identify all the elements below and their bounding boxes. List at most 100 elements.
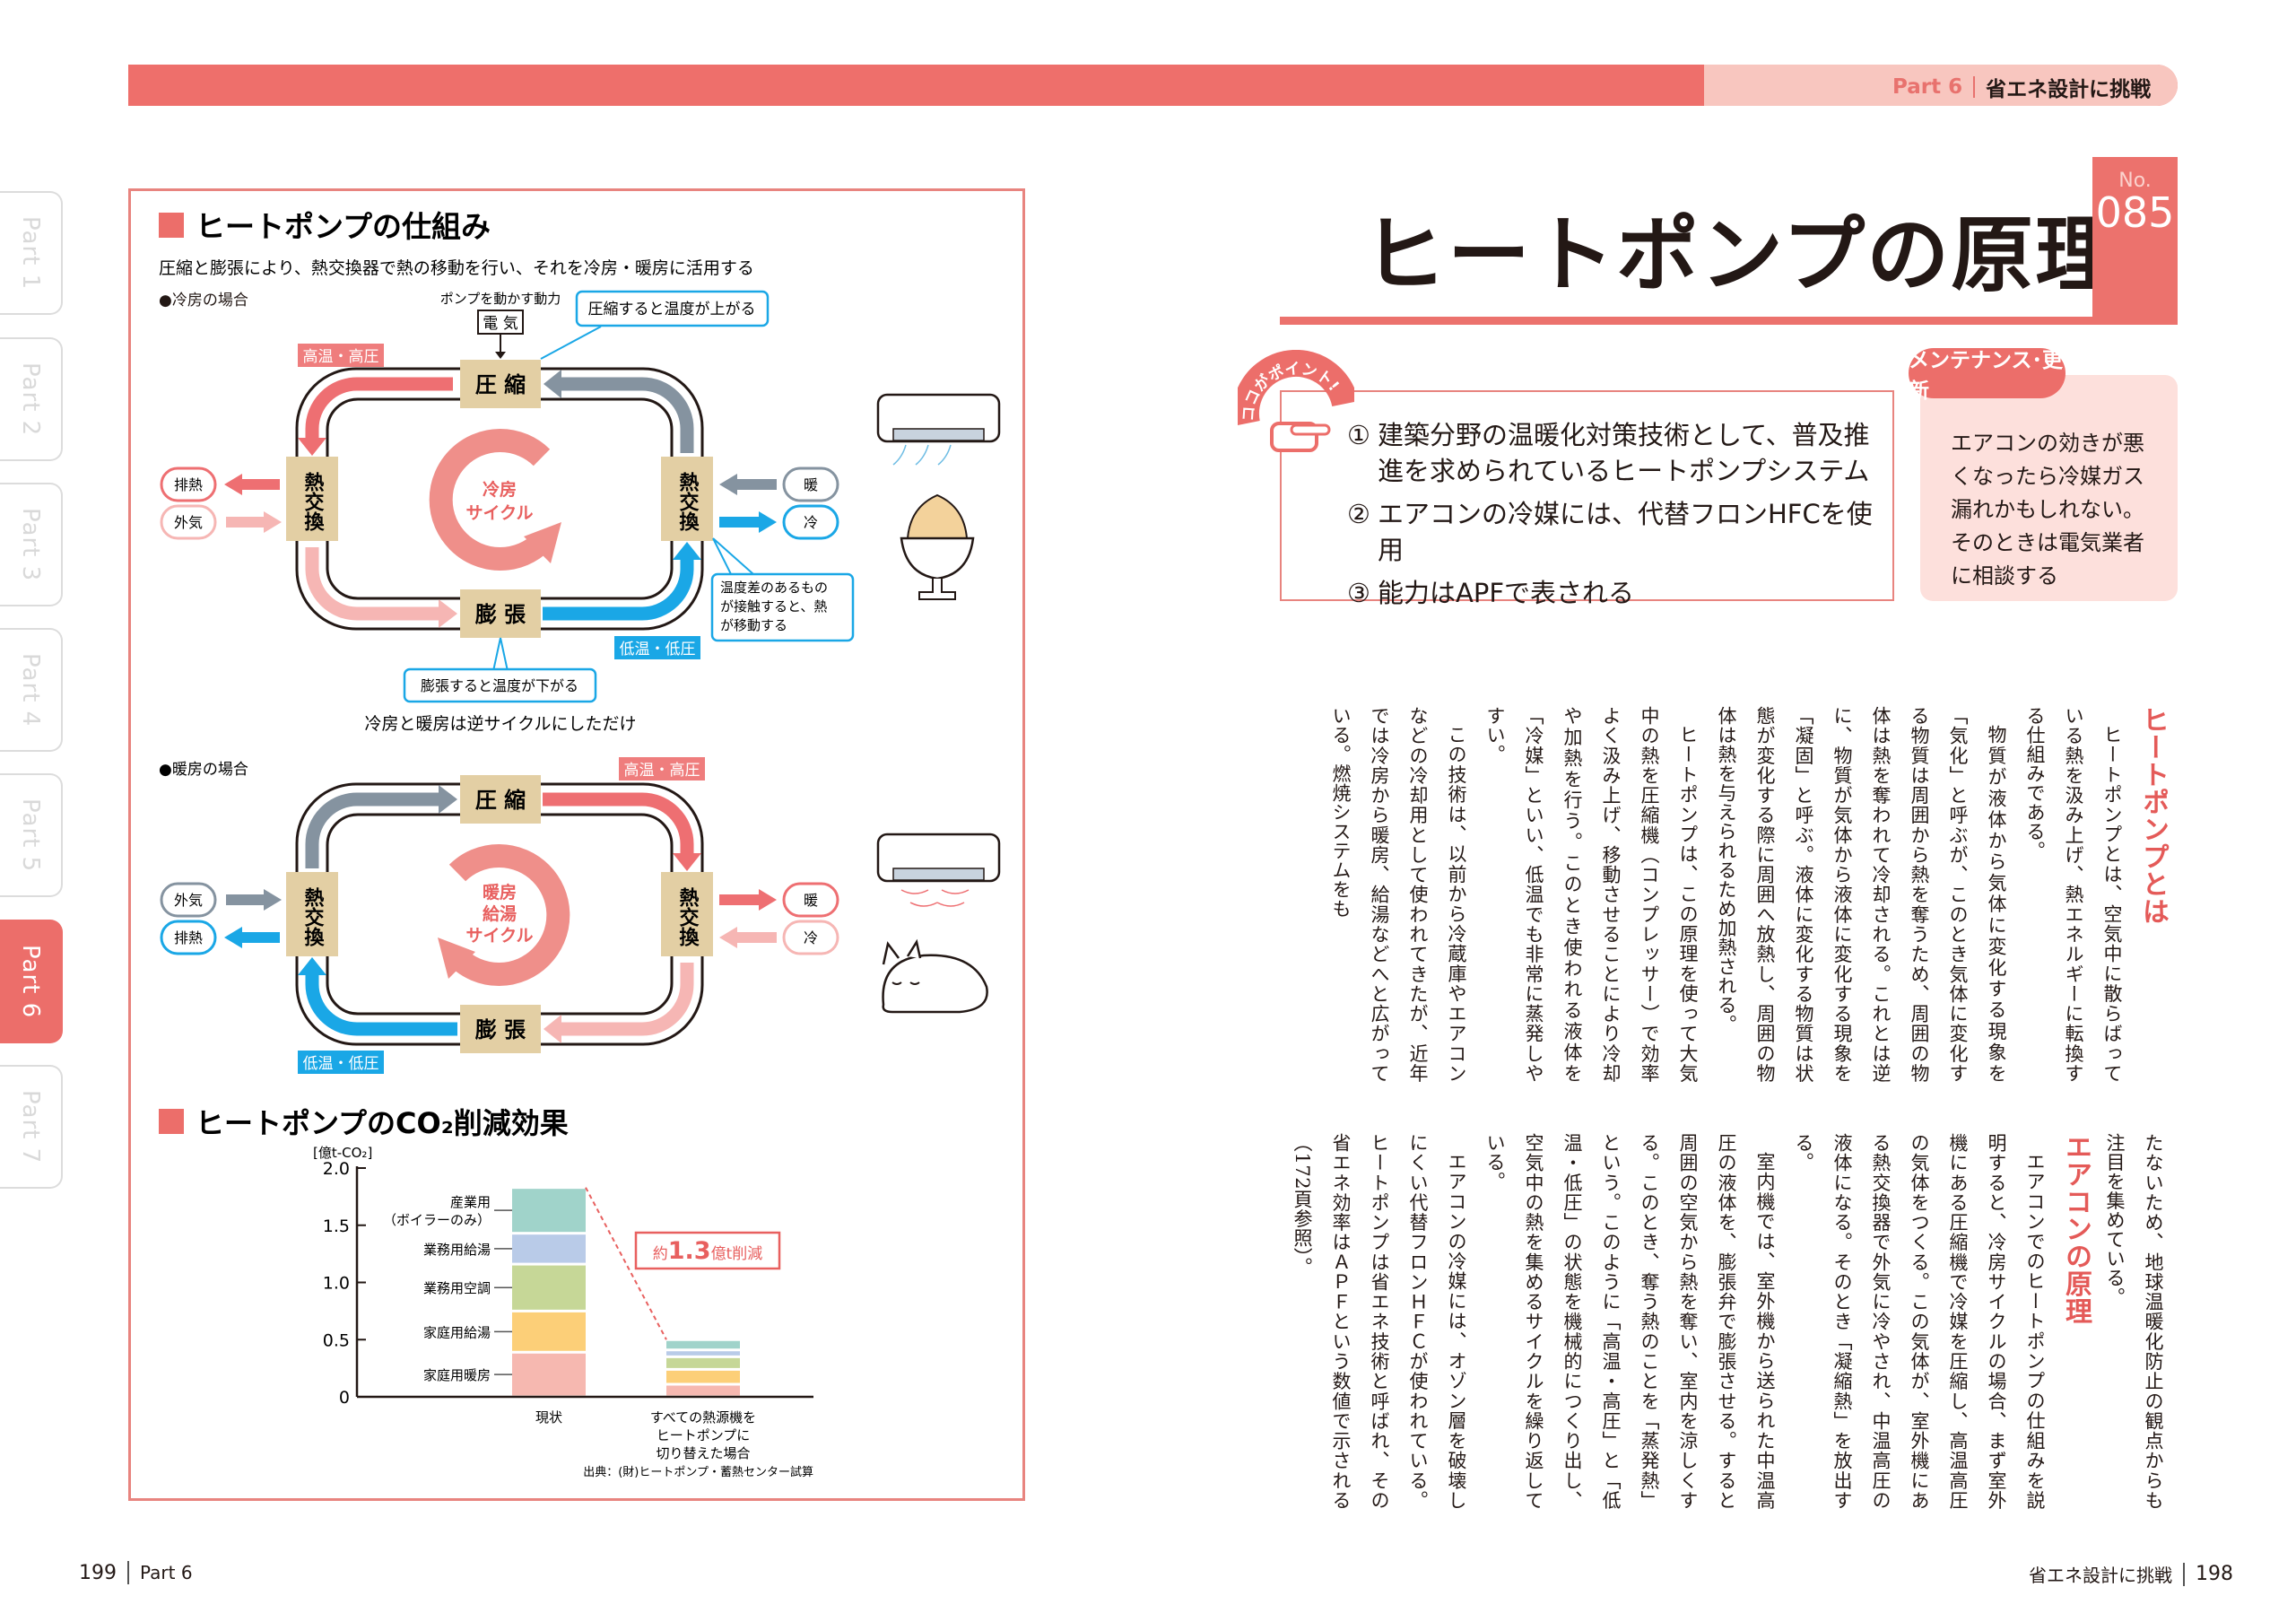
air-conditioner-icon xyxy=(876,393,1001,466)
point-badge: ココがポイント! xyxy=(1238,350,1354,452)
heat-exchanger-outdoor xyxy=(286,457,338,541)
reduction-line xyxy=(585,1187,667,1340)
bar-segment-4 xyxy=(666,1340,740,1349)
tab-label: Part 2 xyxy=(17,362,44,437)
hot-flow-arrow xyxy=(305,377,453,440)
bar-segment-4 xyxy=(512,1189,586,1233)
divider xyxy=(127,1561,129,1584)
air-conditioner-heating-icon xyxy=(876,833,1001,907)
hx-label: 熱交換 xyxy=(676,471,700,532)
tab-label: Part 1 xyxy=(17,215,44,291)
key-point: ① 建築分野の温暖化対策技術として、普及推進を求められているヒートポンプシステム xyxy=(1347,417,1892,489)
sleeping-cat-icon xyxy=(882,938,988,1014)
heating-cycle-diagram: 圧 縮 膨 張 熱交換 熱交換 暖房 給湯 サイクル 高温・高圧 低温・低圧 外… xyxy=(160,757,839,1074)
point-text: 能力はAPFで表される xyxy=(1378,578,1635,608)
paragraph: ヒートポンプは、この原理を使って大気中の熱を圧縮機（コンプレッサー）で効率よく汲… xyxy=(1484,706,1699,1083)
tab-part-6[interactable]: Part 6 xyxy=(0,920,63,1043)
divider xyxy=(1973,76,1976,98)
cycle-label: サイクル xyxy=(465,926,533,946)
segment-label: 産業用 xyxy=(450,1194,491,1210)
expansion-box xyxy=(460,589,541,638)
section-heading: エアコンの原理 xyxy=(2060,1133,2092,1325)
y-tick-label: 1.0 xyxy=(323,1274,350,1294)
paragraph: 物質が液体から気体に変化する現象を「気化」と呼ぶが、このとき気体に変化する物質は… xyxy=(1716,706,2007,1083)
high-temp-label: 高温・高圧 xyxy=(303,348,379,366)
header-bar-light xyxy=(1704,65,2178,106)
tab-label: Part 4 xyxy=(17,652,44,728)
tab-part-4[interactable]: Part 4 xyxy=(0,628,63,752)
heading-marker xyxy=(159,1109,184,1134)
paragraph: たないため、地球温暖化防止の観点からも注目を集めている。 xyxy=(2104,1133,2164,1510)
compressor-label: 圧 縮 xyxy=(475,372,526,397)
tab-part-1[interactable]: Part 1 xyxy=(0,191,63,315)
title-underline xyxy=(1280,317,2177,325)
category-label: ヒートポンプに xyxy=(657,1427,751,1443)
segment-label: 業務用給湯 xyxy=(423,1242,491,1258)
compressor-box xyxy=(460,360,541,408)
paragraph: ヒートポンプとは、空気中に散らばっている熱を汲み上げ、熱エネルギーに転換する仕組… xyxy=(2024,706,2123,1083)
running-part: Part 6 xyxy=(1892,75,1963,99)
point-number: ③ xyxy=(1347,578,1370,608)
return-flow-arrow xyxy=(561,377,694,453)
callout-contact: 温度差のあるもの xyxy=(720,580,828,596)
cooling-case-label: ●冷房の場合 xyxy=(159,292,248,310)
heat-pump-figure: ヒートポンプの仕組み 圧縮と膨張により、熱交換器で熱の移動を行い、それを冷房・暖… xyxy=(159,209,1001,1479)
outside-air-pill: 外気 xyxy=(174,514,203,531)
tab-part-5[interactable]: Part 5 xyxy=(0,773,63,897)
hx-label: 熱交換 xyxy=(676,886,700,947)
cooled-flow-arrow xyxy=(305,547,439,621)
tab-label: Part 6 xyxy=(17,944,44,1019)
key-point: ③ 能力はAPFで表される xyxy=(1347,575,1892,611)
page-title: ヒートポンプの原理 xyxy=(1363,207,2120,303)
reverse-cycle-note: 冷房と暖房は逆サイクルにしただけ xyxy=(364,714,636,734)
running-chapter: 省エネ設計に挑戦 xyxy=(1986,78,2152,101)
paragraph: エアコンでのヒートポンプの仕組みを説明すると、冷房サイクルの場合、まず室外機にあ… xyxy=(1793,1133,2046,1510)
cycle-label: サイクル xyxy=(465,503,533,523)
body-text-lower: たないため、地球温暖化防止の観点からも注目を集めている。 エアコンの原理 エアコ… xyxy=(1275,1133,2172,1510)
reduction-label: 約1.3億t削減 xyxy=(653,1237,763,1265)
article-number: 085 xyxy=(2095,188,2175,237)
segment-label: （ボイラーのみ） xyxy=(383,1212,491,1228)
callout-compress: 圧縮すると温度が上がる xyxy=(588,301,756,318)
callout-contact: が接触すると、熱 xyxy=(720,598,827,615)
tab-label: Part 5 xyxy=(17,798,44,873)
tab-part-3[interactable]: Part 3 xyxy=(0,483,63,606)
exhaust-pill: 排熱 xyxy=(174,929,203,946)
power-label: ポンプを動かす動力 xyxy=(440,291,561,307)
point-text: 建築分野の温暖化対策技術として、普及推進を求められているヒートポンプシステム xyxy=(1378,420,1870,486)
paragraph: この技術は、以前から冷蔵庫やエアコンなどの冷却用として使われてきたが、近年では冷… xyxy=(1330,706,1467,1083)
footer-part: Part 6 xyxy=(140,1562,193,1583)
section-heading: ヒートポンプとは xyxy=(2137,706,2169,925)
point-text: エアコンの冷媒には、代替フロンHFCを使用 xyxy=(1378,499,1873,565)
bar-segment-1 xyxy=(512,1312,586,1351)
tab-part-7[interactable]: Part 7 xyxy=(0,1065,63,1189)
warm-pill: 暖 xyxy=(804,892,818,909)
maintenance-tag: メンテナンス･更新 xyxy=(1909,348,2066,403)
tab-part-2[interactable]: Part 2 xyxy=(0,337,63,461)
bar-segment-2 xyxy=(666,1357,740,1368)
cycle-label: 冷房 xyxy=(483,479,517,500)
y-tick-label: 2.0 xyxy=(323,1159,350,1179)
reduction-box xyxy=(634,1231,781,1270)
key-point: ② エアコンの冷媒には、代替フロンHFCを使用 xyxy=(1347,496,1892,568)
bar-segment-0 xyxy=(512,1353,586,1396)
pointing-hand-icon xyxy=(1270,422,1331,452)
maintenance-text: エアコンの効きが悪くなったら冷媒ガス漏れかもしれない。そのときは電気業者に相談す… xyxy=(1951,431,2144,589)
category-label: すべての熱源機を xyxy=(650,1409,756,1426)
point-number: ② xyxy=(1347,499,1370,529)
number-prefix: No. xyxy=(2118,170,2152,192)
callout-expand: 膨張すると温度が下がる xyxy=(421,677,578,694)
paragraph: 室内機では、室外機から送られた中温高圧の液体を、膨張弁で膨張させる。すると周囲の… xyxy=(1484,1133,1776,1510)
y-tick-label: 1.5 xyxy=(323,1216,350,1236)
heating-case-label: ●暖房の場合 xyxy=(159,761,248,779)
cycle-label: 給湯 xyxy=(483,903,517,924)
segment-label: 家庭用給湯 xyxy=(423,1324,491,1340)
low-temp-label: 低温・低圧 xyxy=(303,1055,379,1073)
compressor-label: 圧 縮 xyxy=(475,788,526,813)
page-number: 199 xyxy=(79,1561,117,1584)
chart-source: 出典：(財)ヒートポンプ・蓄熱センター試算 xyxy=(583,1465,813,1479)
point-number: ① xyxy=(1347,420,1370,450)
hx-label: 熱交換 xyxy=(301,886,325,947)
